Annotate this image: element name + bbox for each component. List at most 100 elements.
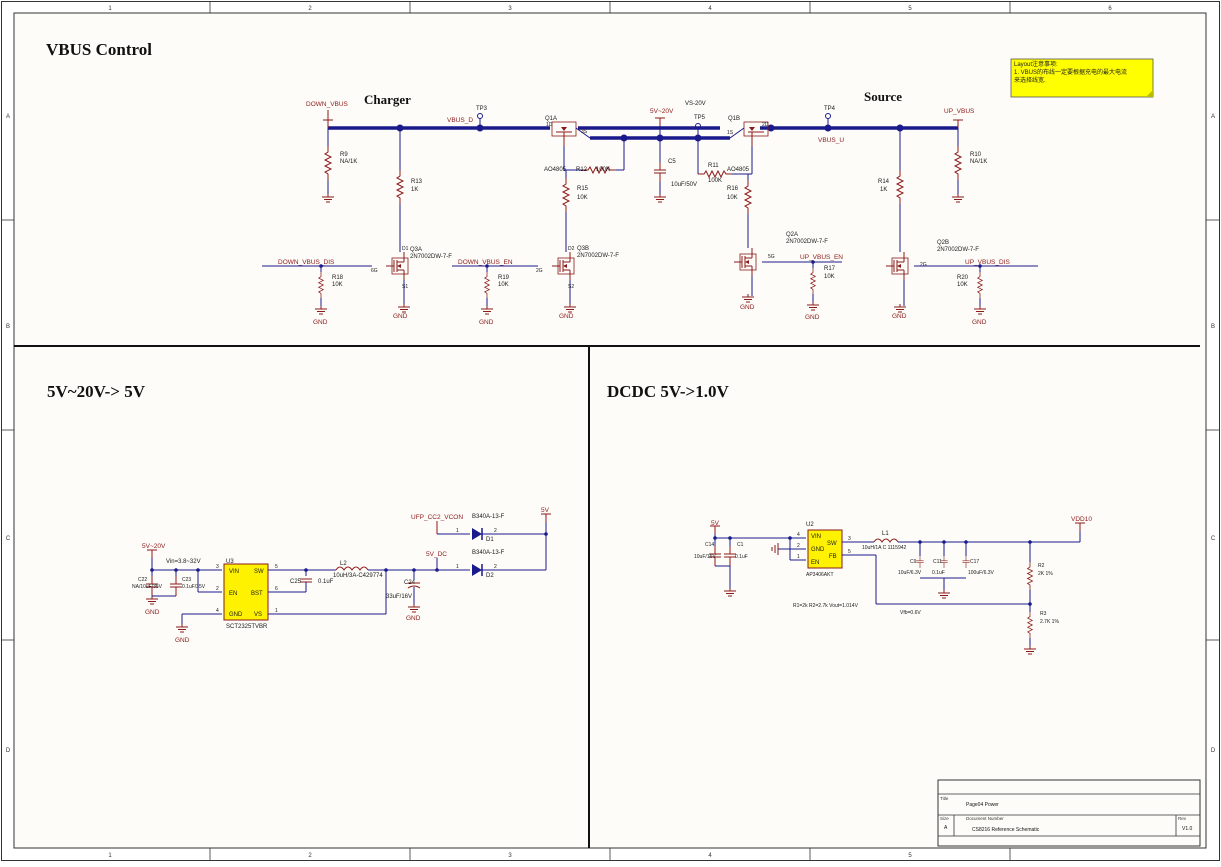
c25-value: 0.1uF [318,579,334,585]
c11-ref: C11 [933,559,942,565]
charger-label: Charger [364,92,411,107]
u2-pin-sw: SW [827,541,837,547]
vin-range-label: Vin=3.8~32V [166,559,201,565]
net-vs20v: VS-20V [685,101,706,107]
buck-converter-circuit: 5V~20V Vin=3.8~32V GND C22 NA/10uF/35V C… [132,507,552,644]
vbus-control-circuit: Charger Source Layout注意事项: 1. VBUS的布线一定要… [262,58,1154,326]
u3-pin-gnd: GND [229,612,243,618]
c24-value: 33uF/16V [386,594,412,600]
d2-pin-1: 1 [456,564,459,570]
l2-ref: L2 [340,561,347,567]
vfb-label: Vfb=0.6V [900,610,921,616]
c14-ref: C14 [705,542,714,548]
row-label-c: C [6,536,11,542]
col-label-4: 4 [708,6,712,12]
tp4-ref: TP4 [824,106,836,112]
c23-value: 0.1uF/35V [182,584,206,590]
u3-gnd-label: GND [175,637,190,644]
r20-gnd-label: GND [972,319,987,326]
u3-pinnum-1: 1 [275,608,278,614]
q1a-pin-d: 1D [546,122,553,128]
net-vbus-d: VBUS_D [447,117,473,124]
q1a-pin-s: 3S [581,129,588,135]
c5-value: 10uF/50V [671,182,697,188]
col-label-5: 5 [908,6,912,12]
d2-pin-2: 2 [494,564,497,570]
c14-value: 10uF/16V [694,554,716,560]
c1-value: 0.1uF [735,554,748,560]
r15-ref: R15 [577,186,589,192]
u3-pin-en: EN [229,591,237,597]
tp5-ref: TP5 [694,115,706,121]
net-up-vbus-en: UP_VBUS_EN [800,254,843,261]
u3-pinnum-5: 5 [275,564,278,570]
section-title-buck: 5V~20V-> 5V [47,382,146,401]
divider-formula: R1=2k R2=2.7k Vout=1.014V [793,603,859,609]
net-ufp-cc2-vcon: UFP_CC2_VCON [411,514,463,521]
d1-ref: D1 [486,537,494,543]
net-down-vbus-en: DOWN_VBUS_EN [458,259,513,266]
u2-part: AP3406AKT [806,572,834,578]
r11-value: 100K [708,178,722,184]
r19-value: 10K [498,282,509,288]
layout-note: Layout注意事项: 1. VBUS的布线一定要根据充电的最大电流 来选择线宽… [1010,58,1154,98]
r16-value: 10K [727,195,738,201]
r10-ref: R10 [970,152,982,158]
u3-pin-vs: VS [254,612,262,618]
c17-value: 100uF/6.3V [968,570,995,576]
u2-pin-vin: VIN [811,534,821,540]
r18-ref: R18 [332,275,344,281]
u2-ref: U2 [806,522,814,528]
r16-ref: R16 [727,186,739,192]
q2b-part: 2N7002DW-7-F [937,247,979,253]
q1b-mosfet: Q1B 1S 2D AO4805 [727,116,769,173]
col-label-bottom-5: 5 [908,853,912,859]
note-line-1: Layout注意事项: [1014,60,1058,68]
tb-title: Page04 Power [966,802,999,808]
dcdc-converter-circuit: 5V C14 10uF/16V C1 0.1uF U2 AP3406AKT VI… [694,516,1092,655]
source-label: Source [864,89,902,104]
tb-size: A [944,825,948,831]
u3-pinnum-2: 2 [216,586,219,592]
tb-rev-label: Rev [1178,816,1187,821]
q3a-part: 2N7002DW-7-F [410,254,452,260]
r13-ref: R13 [411,179,423,185]
net-up-vbus-dis: UP_VBUS_DIS [965,259,1010,266]
r12-value: 100K [596,167,610,173]
q3a-gnd-label: GND [393,313,408,320]
r14-ref: R14 [878,179,890,185]
c23-ref: C23 [182,577,191,583]
q3b-pin-d: D2 [568,246,575,252]
dcdc-net-5v: 5V [711,520,720,527]
q2a-ref: Q2A [786,232,798,238]
net-up-vbus: UP_VBUS [944,108,975,115]
net-vbus-u: VBUS_U [818,137,844,144]
net-5v-20v: 5V~20V [650,108,674,115]
row-label-b: B [6,324,10,330]
net-down-vbus: DOWN_VBUS [306,101,349,108]
r10-value: NA/1K [970,159,987,165]
u2-pinnum-3: 3 [848,536,851,542]
q3b-part: 2N7002DW-7-F [577,253,619,259]
u3-pinnum-3: 3 [216,564,219,570]
u3-pin-bst: BST [251,591,263,597]
q1b-pin-s: 1S [727,130,734,136]
note-line-2: 1. VBUS的布线一定要根据充电的最大电流 [1014,68,1127,76]
u2-pin-gnd: GND [811,547,825,553]
q1b-part: AO4805 [727,167,750,173]
d2-part: B340A-13-F [472,550,505,556]
r20-ref: R20 [957,275,969,281]
q1a-ref: Q1A [545,116,557,122]
q2b-gnd-label: GND [892,313,907,320]
u3-pin-sw: SW [254,569,264,575]
r9-ref: R9 [340,152,348,158]
net-vdd10: VDD10 [1071,516,1092,523]
q3a-pin-g: 6G [371,268,378,274]
r18-value: 10K [332,282,343,288]
u3-pinnum-6: 6 [275,586,278,592]
col-label-3: 3 [508,6,512,12]
tb-docnum: CS8216 Reference Schematic [972,827,1040,833]
r15-value: 10K [577,195,588,201]
row-label-a: A [6,114,10,120]
